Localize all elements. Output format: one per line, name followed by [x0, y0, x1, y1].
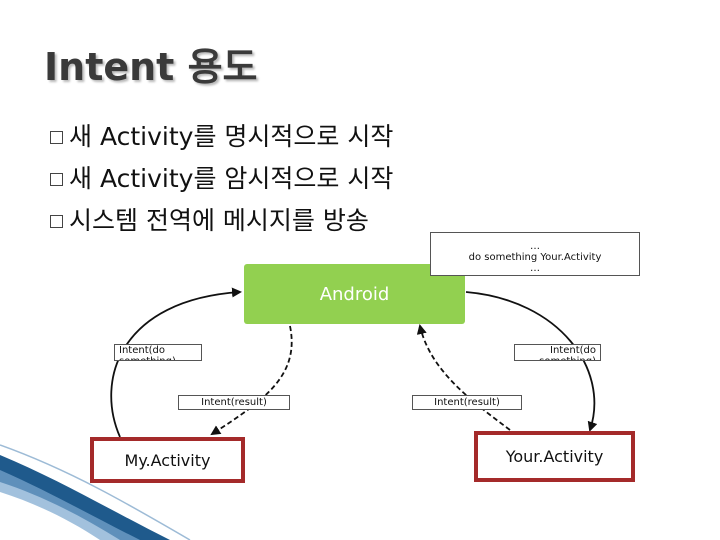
arrow-android-to-myactivity	[210, 325, 293, 436]
page-title: Intent 용도	[44, 45, 258, 89]
arrow-android-to-youractivity	[465, 291, 598, 432]
intent-send-label-right: Intent(do something)	[514, 344, 601, 361]
checkbox-bullet-icon	[50, 214, 63, 228]
your-activity-node: Your.Activity	[474, 431, 635, 482]
note-line: do something Your.Activity	[468, 252, 602, 263]
android-node: Android	[244, 264, 465, 324]
code-note-box: … do something Your.Activity …	[430, 232, 640, 276]
arrow-youractivity-to-android	[416, 324, 511, 431]
checkbox-bullet-icon	[50, 172, 63, 186]
bullet-text: 새 Activity를 암시적으로 시작	[69, 164, 394, 193]
checkbox-bullet-icon	[50, 130, 63, 144]
bullet-item: 새 Activity를 암시적으로 시작	[50, 158, 393, 200]
bullet-item: 새 Activity를 명시적으로 시작	[50, 116, 393, 158]
intent-result-label-left: Intent(result)	[178, 395, 290, 410]
bullet-item: 시스템 전역에 메시지를 방송	[50, 200, 393, 242]
intent-result-label-right: Intent(result)	[412, 395, 522, 410]
bullet-text: 시스템 전역에 메시지를 방송	[69, 206, 369, 235]
note-line: …	[530, 241, 540, 252]
bullet-text: 새 Activity를 명시적으로 시작	[69, 122, 394, 151]
bullet-list: 새 Activity를 명시적으로 시작 새 Activity를 암시적으로 시…	[50, 116, 393, 242]
arrow-myactivity-to-android	[110, 287, 242, 438]
note-line: …	[530, 263, 540, 274]
my-activity-node: My.Activity	[90, 437, 245, 483]
intent-send-label-left: Intent(do something)	[114, 344, 202, 361]
